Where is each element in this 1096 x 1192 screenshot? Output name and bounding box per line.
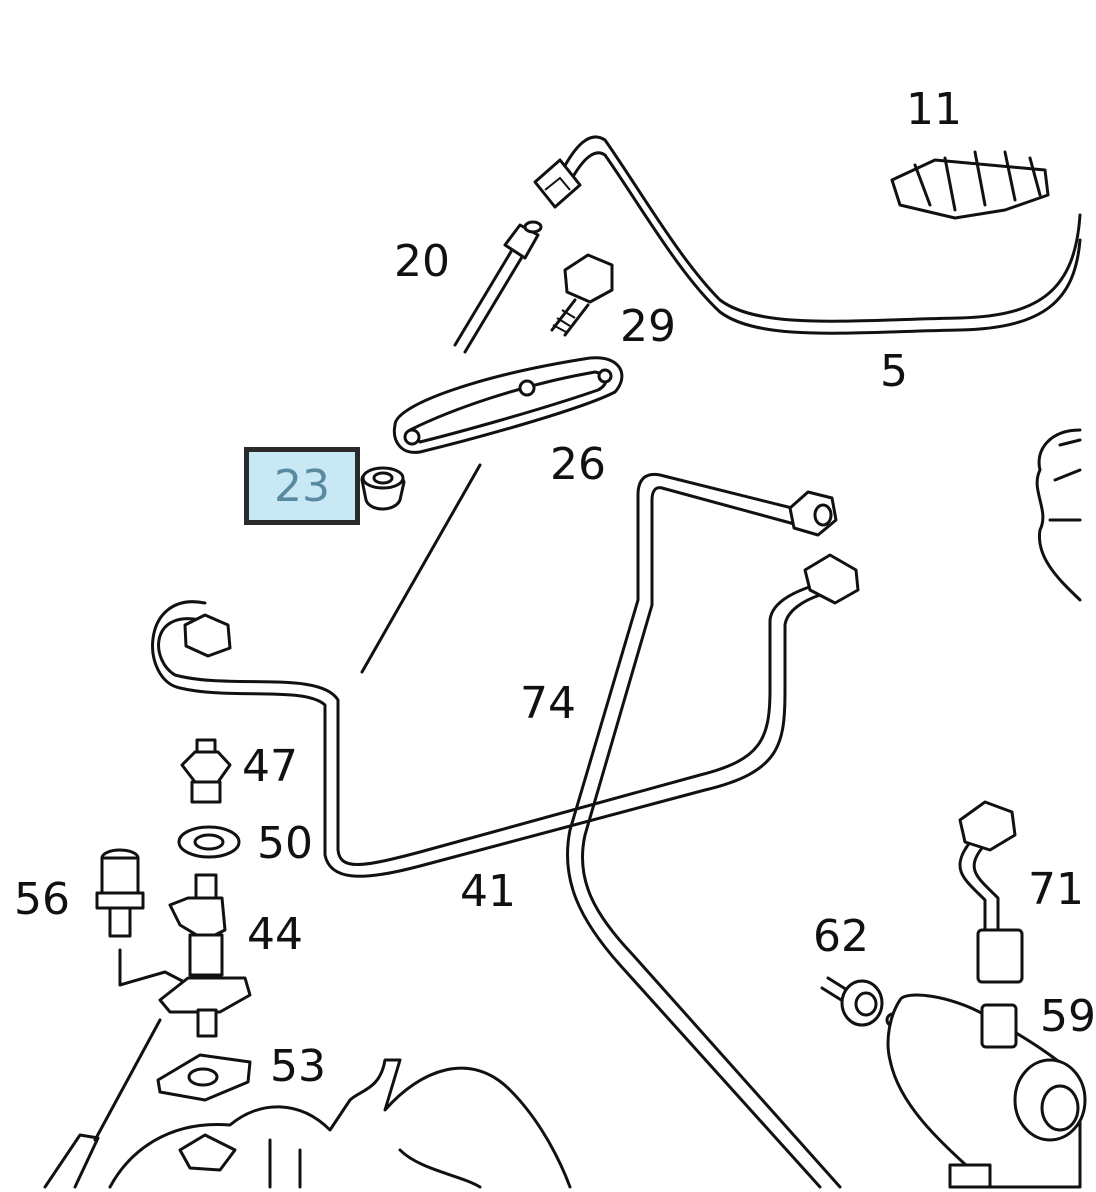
- callout-74[interactable]: 74: [520, 678, 576, 729]
- callout-44[interactable]: 44: [247, 909, 303, 960]
- callout-71[interactable]: 71: [1028, 864, 1084, 915]
- part-56-sensor[interactable]: [95, 848, 192, 987]
- callout-53[interactable]: 53: [270, 1041, 326, 1092]
- part-47-fitting[interactable]: [180, 738, 232, 804]
- part-41-injection-line[interactable]: [151, 553, 860, 878]
- callout-5[interactable]: 5: [880, 346, 908, 397]
- callout-11[interactable]: 11: [906, 84, 962, 135]
- part-11-comb-clip[interactable]: [890, 150, 1050, 220]
- callout-56[interactable]: 56: [14, 874, 70, 925]
- callout-47[interactable]: 47: [242, 741, 298, 792]
- callout-23-label: 23: [274, 461, 330, 512]
- callout-26[interactable]: 26: [550, 439, 606, 490]
- callout-20[interactable]: 20: [394, 236, 450, 287]
- engine-block-outline: [43, 1058, 572, 1189]
- engine-right-outline: [1035, 428, 1082, 602]
- part-5-fuel-line[interactable]: [533, 135, 1082, 335]
- part-74-line[interactable]: [565, 472, 842, 1189]
- part-50-washer[interactable]: [177, 825, 241, 859]
- part-29-bolt[interactable]: [550, 253, 614, 337]
- callout-29[interactable]: 29: [620, 301, 676, 352]
- callout-50[interactable]: 50: [257, 818, 313, 869]
- callout-41[interactable]: 41: [460, 866, 516, 917]
- leader-line-41: [360, 463, 482, 674]
- callout-62[interactable]: 62: [813, 911, 869, 962]
- highlighted-callout-23[interactable]: 23: [244, 447, 360, 525]
- part-71-fuel-pipe[interactable]: [958, 800, 1024, 984]
- part-59-regulator[interactable]: [886, 993, 1087, 1189]
- part-26-bracket[interactable]: [392, 356, 624, 454]
- part-53-gasket[interactable]: [156, 1053, 252, 1102]
- leader-line-44: [93, 1018, 162, 1142]
- part-44-injector[interactable]: [158, 873, 252, 1038]
- callout-59[interactable]: 59: [1040, 991, 1096, 1042]
- part-23-grommet[interactable]: [360, 466, 406, 511]
- part-62-bolt[interactable]: [820, 976, 901, 1028]
- part-20-pipe-stub[interactable]: [453, 220, 543, 354]
